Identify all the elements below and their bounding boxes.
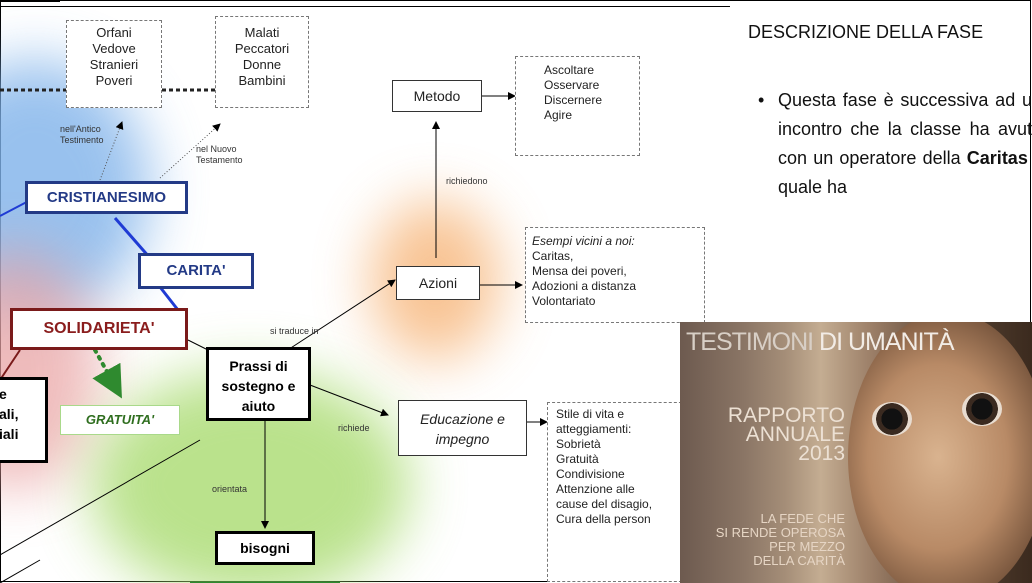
list-item: Stranieri [89, 57, 139, 72]
list-item: Gratuità [556, 452, 599, 466]
prassi-node: Prassi di sostegno e aiuto [206, 347, 311, 421]
caritas-bold: Caritas [966, 148, 1028, 168]
list-item: Condivisione [556, 467, 625, 481]
list-item: Osservare [544, 78, 600, 92]
list-item: Adozioni a distanza [532, 279, 637, 293]
orientata-label: orientata [212, 484, 248, 494]
esempi-box: Esempi vicini a noi: Caritas, Mensa dei … [525, 227, 705, 323]
bisogni-node: bisogni [215, 531, 315, 565]
richiedono-label: richiedono [446, 176, 488, 186]
list-item: Attenzione alle [556, 482, 635, 496]
list-item: Poveri [95, 73, 133, 88]
list-item: Bambini [238, 73, 286, 88]
bullet: • [758, 90, 765, 110]
eye-right-icon [962, 392, 1002, 426]
description-title: DESCRIZIONE DELLA FASE [748, 22, 984, 42]
richiede-label: richiede [338, 423, 370, 433]
list-item: Sobrietà [556, 437, 601, 451]
metodo-node: Metodo [392, 80, 482, 112]
old-testament-box: Orfani Vedove Stranieri Poveri [66, 20, 162, 108]
concept-map: Orfani Vedove Stranieri Poveri Malati Pe… [0, 16, 705, 583]
list-item: Volontariato [532, 294, 596, 308]
list-item: Vedove [92, 41, 136, 56]
list-item: Donne [242, 57, 282, 72]
eye-left-icon [872, 402, 912, 436]
list-item: Cura della person [556, 512, 651, 526]
list-item: Orfani [96, 25, 132, 40]
list-item: Ascoltare [544, 63, 595, 77]
list-item: Malati [244, 25, 280, 40]
description-body: • Questa fase è successiva ad un incontr… [748, 86, 1032, 202]
cristianesimo-node: CRISTIANESIMO [25, 181, 188, 214]
solidarieta-node: SOLIDARIETA' [10, 308, 188, 350]
stile-box: Stile di vita e atteggiamenti: Sobrietà … [547, 402, 687, 582]
left-cut-box: e ali, iali [0, 377, 48, 463]
header-rule [0, 0, 730, 7]
list-item: Mensa dei poveri, [532, 264, 627, 278]
antico-label: nell'Antico Testimento [60, 124, 104, 145]
new-testament-box: Malati Peccatori Donne Bambini [215, 16, 309, 108]
cover-title: RAPPORTO ANNUALE 2013 [727, 404, 845, 465]
esempi-title: Esempi vicini a noi: [532, 234, 635, 248]
list-item: Peccatori [234, 41, 290, 56]
list-item: Agire [544, 108, 573, 122]
list-item: cause del disagio, [556, 497, 653, 511]
child-face [848, 322, 1032, 583]
cover-subtitle: LA FEDE CHE SI RENDE OPEROSA PER MEZZO D… [715, 511, 845, 568]
description-panel: DESCRIZIONE DELLA FASE • Questa fase è s… [740, 0, 1032, 583]
list-item: Caritas, [532, 249, 574, 263]
report-cover-image: TESTIMONI DI UMANITÀ RAPPORTO ANNUALE 20… [680, 322, 1032, 583]
list-item: Discernere [544, 93, 603, 107]
list-item: atteggiamenti: [556, 422, 632, 436]
azioni-node: Azioni [396, 266, 480, 300]
cover-brand: TESTIMONI DI UMANITÀ [686, 328, 955, 356]
educazione-node: Educazione e impegno [398, 400, 527, 456]
si-traduce-label: si traduce in [270, 326, 319, 336]
gratuita-node: GRATUITA' [60, 405, 180, 435]
metodo-list: Ascoltare Osservare Discernere Agire [515, 56, 640, 156]
nuovo-label: nel Nuovo Testamento [196, 144, 243, 165]
carita-node: CARITA' [138, 253, 254, 289]
list-item: Stile di vita e [556, 407, 625, 421]
